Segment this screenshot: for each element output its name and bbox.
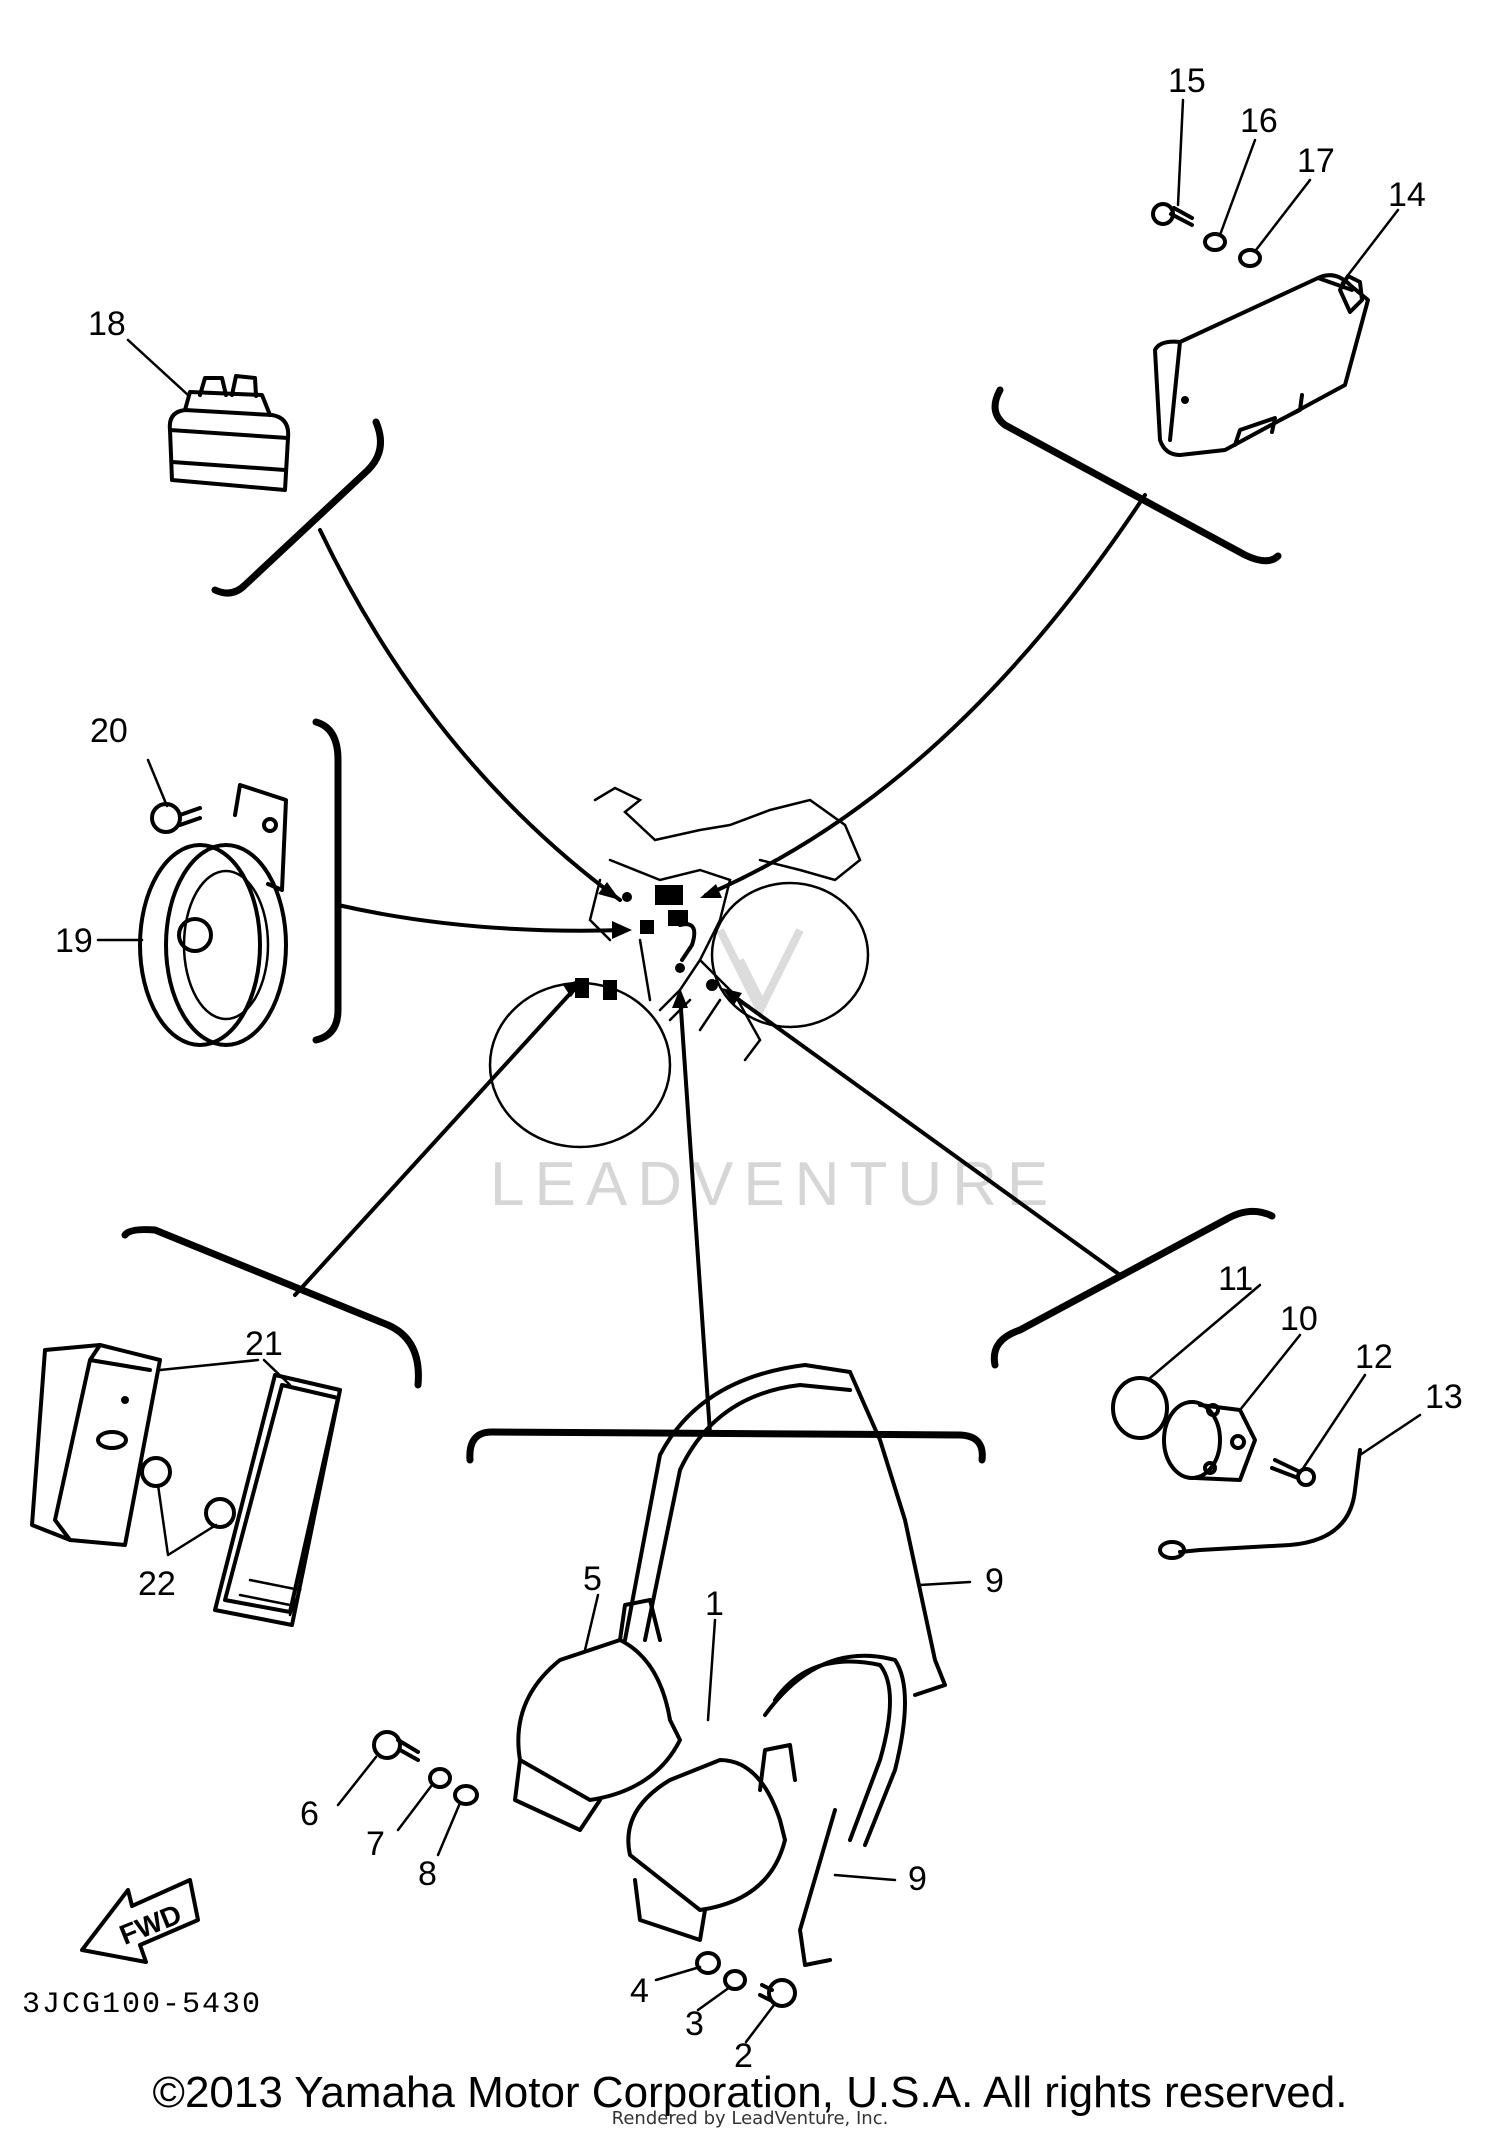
callout-14: 14	[1388, 176, 1426, 214]
watermark: LEADVENTURE	[490, 928, 1058, 1219]
ignition-coil-part-5	[513, 1363, 947, 1832]
callout-19: 19	[55, 922, 93, 960]
diagram-code: 3JCG100-5430	[22, 1988, 263, 2022]
copyright-notice: ©2013 Yamaha Motor Corporation, U.S.A. A…	[152, 2068, 1348, 2117]
control-unit-part-14	[1153, 273, 1370, 457]
washer-part-17	[1238, 248, 1262, 268]
washer-part-16	[1203, 232, 1227, 252]
callout-9-upper: 9	[985, 1562, 1004, 1600]
washer-part-3	[723, 1969, 747, 1991]
callout-8: 8	[418, 1855, 437, 1893]
washer-part-4	[695, 1951, 721, 1975]
callout-16: 16	[1240, 102, 1278, 140]
nut-part-22	[140, 1456, 236, 1529]
callout-15: 15	[1168, 62, 1206, 100]
o-ring-part-11	[1111, 1376, 1169, 1440]
rendered-by-notice: Rendered by LeadVenture, Inc.	[611, 2108, 889, 2129]
callout-5: 5	[583, 1560, 602, 1598]
callout-4: 4	[630, 1972, 649, 2010]
group-brackets	[121, 386, 1282, 1464]
callout-20: 20	[90, 712, 128, 750]
horn-part-19	[138, 783, 288, 1047]
fwd-label: FWD	[115, 1898, 186, 1951]
callout-leaders	[96, 98, 1422, 2044]
callout-22: 22	[138, 1565, 176, 1603]
callout-17: 17	[1297, 142, 1335, 180]
screw-part-2	[758, 1978, 797, 2008]
ignition-coil-part-1	[626, 1653, 907, 1967]
callout-11: 11	[1218, 1260, 1253, 1298]
callout-21: 21	[245, 1325, 283, 1363]
callout-12: 12	[1355, 1338, 1393, 1376]
reflector-part-21	[30, 1343, 342, 1627]
relay-part-18	[167, 374, 291, 492]
callout-10: 10	[1280, 1300, 1318, 1338]
washer-part-8	[453, 1784, 479, 1806]
motorcycle-outline	[488, 786, 870, 1149]
callout-13: 13	[1425, 1378, 1463, 1416]
fwd-arrow-icon: FWD	[80, 1878, 200, 1964]
callout-2: 2	[734, 2037, 753, 2075]
sensor-part-10	[1162, 1400, 1257, 1482]
callout-6: 6	[300, 1795, 319, 1833]
callout-1: 1	[705, 1585, 724, 1623]
bolt-part-6	[372, 1730, 420, 1762]
callout-18: 18	[88, 305, 126, 343]
watermark-text: LEADVENTURE	[490, 1150, 1058, 1219]
callout-3: 3	[685, 2005, 704, 2043]
callout-numbers: 15 16 17 14 18 20 19 21 22 11 10 12 13 5…	[55, 62, 1463, 2075]
callout-9-lower: 9	[908, 1860, 927, 1898]
bolt-part-20	[150, 802, 202, 834]
bolt-part-15	[1151, 202, 1194, 227]
lead-wire-part-13	[1158, 1448, 1362, 1560]
washer-part-7	[428, 1767, 452, 1789]
callout-7: 7	[366, 1825, 385, 1863]
screw-part-12	[1270, 1458, 1316, 1487]
